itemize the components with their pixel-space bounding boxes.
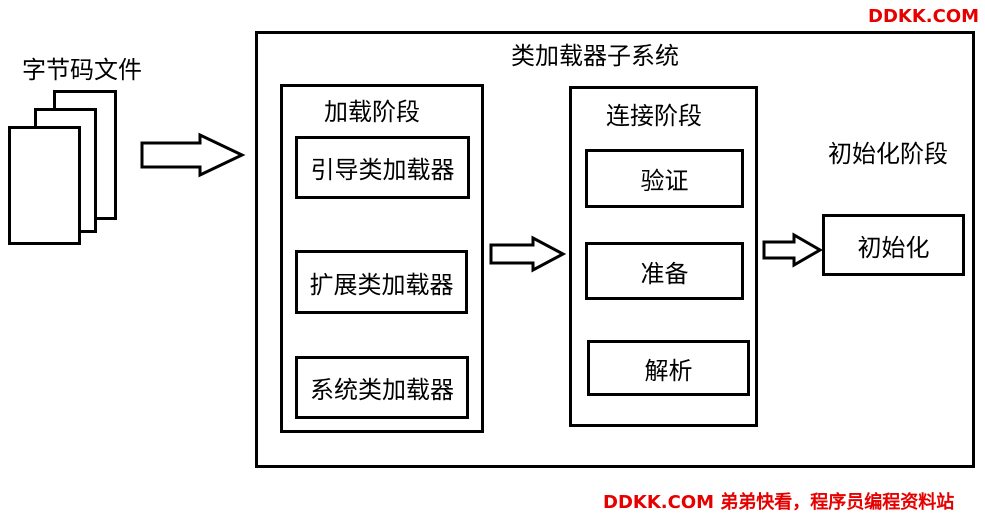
initialization-label: 初始化 (857, 233, 930, 262)
file-sheet-front (8, 126, 81, 245)
extension-classloader-label: 扩展类加载器 (309, 270, 454, 299)
bootstrap-classloader-label: 引导类加载器 (310, 156, 455, 184)
linking-phase-title: 连接阶段 (606, 102, 702, 130)
bootstrap-classloader-box: 引导类加载器 (295, 136, 470, 199)
initialization-box: 初始化 (822, 214, 965, 276)
resolution-label: 解析 (644, 356, 693, 385)
subsystem-title: 类加载器子系统 (511, 42, 679, 70)
loading-phase-title: 加载阶段 (324, 98, 420, 126)
resolution-box: 解析 (587, 340, 750, 396)
watermark-bottom: DDKK.COM 弟弟快看，程序员编程资料站 (603, 492, 955, 513)
verification-label: 验证 (640, 167, 689, 195)
arrow-right-icon (140, 132, 246, 178)
preparation-label: 准备 (640, 259, 689, 288)
verification-box: 验证 (585, 149, 744, 208)
watermark-top: DDKK.COM (868, 6, 980, 27)
system-classloader-label: 系统类加载器 (310, 376, 454, 404)
extension-classloader-box: 扩展类加载器 (295, 250, 468, 314)
system-classloader-box: 系统类加载器 (295, 356, 469, 419)
preparation-box: 准备 (585, 242, 744, 300)
arrow-right-icon (489, 235, 567, 273)
initialization-phase-title: 初始化阶段 (828, 140, 948, 168)
arrow-right-icon (762, 232, 824, 268)
bytecode-files-label: 字节码文件 (22, 56, 142, 84)
